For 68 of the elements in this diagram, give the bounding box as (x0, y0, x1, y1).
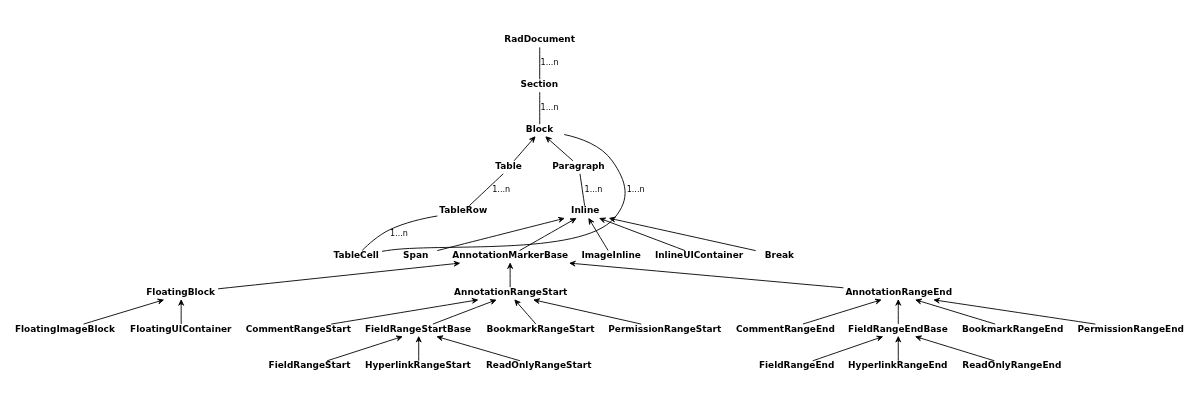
arrow (436, 334, 521, 361)
arrow (895, 335, 902, 361)
node-text: RadDocument (504, 33, 575, 44)
node-text: FieldRangeEndBase (848, 323, 948, 334)
edge-label: 1...n (540, 102, 559, 112)
arrow (415, 335, 422, 361)
connector (539, 91, 541, 125)
node-text: ReadOnlyRangeStart (485, 359, 592, 370)
connector (539, 46, 541, 80)
connector (361, 215, 438, 251)
arrow (895, 299, 902, 324)
node-text: FloatingBlock (146, 286, 216, 297)
node-text: AnnotationRangeEnd (845, 286, 953, 297)
edge-label: 1...n (540, 57, 559, 67)
edge-label: 1...n (390, 228, 408, 238)
node-text: Inline (571, 204, 600, 215)
node-text: Block (525, 123, 554, 134)
connector (381, 133, 626, 252)
arrow (436, 216, 565, 251)
node-text: TableRow (439, 204, 488, 215)
node-text: FieldRangeEnd (758, 359, 835, 370)
arrow (933, 297, 1096, 325)
node-text: FieldRangeStart (268, 359, 351, 370)
node-text: TableCell (333, 249, 379, 260)
node-text: CommentRangeStart (245, 323, 352, 334)
node-text: FloatingImageBlock (14, 323, 115, 334)
arrow (178, 299, 185, 324)
arrow (217, 260, 460, 289)
edge-label: 1...n (492, 184, 511, 194)
arrow (545, 135, 574, 161)
node-text: Section (520, 78, 559, 89)
arrow (588, 217, 609, 251)
arrow (330, 297, 478, 325)
arrow (915, 335, 995, 361)
node-text: HyperlinkRangeStart (364, 359, 471, 370)
arrow (569, 260, 844, 288)
node-text: ReadOnlyRangeEnd (962, 359, 1062, 370)
connector (468, 172, 504, 206)
connector (579, 172, 586, 206)
node-text: HyperlinkRangeEnd (848, 359, 948, 370)
node-text: ImageInline (581, 249, 641, 260)
arrow (519, 217, 577, 251)
node-text: InlineUIContainer (654, 249, 744, 260)
node-text: FieldRangeStartBase (364, 323, 472, 334)
arrow (533, 297, 642, 325)
edge-label: 1...n (584, 184, 603, 194)
arrow (326, 335, 403, 361)
node-text: Break (764, 249, 795, 260)
node-text: BookmarkRangeEnd (961, 323, 1064, 334)
node-text: PermissionRangeEnd (1077, 323, 1184, 334)
node-text: Table (495, 160, 522, 171)
node-text: BookmarkRangeStart (486, 323, 595, 334)
arrow (83, 298, 164, 324)
node-text: FloatingUIContainer (130, 323, 232, 334)
arrow (802, 298, 882, 324)
node-text: AnnotationMarkerBase (452, 249, 569, 260)
arrow (514, 299, 537, 324)
arrow (513, 135, 536, 161)
node-text: Paragraph (552, 160, 605, 171)
edge-label: 1...n (626, 184, 645, 194)
arrow (507, 262, 513, 288)
node-text: AnnotationRangeStart (454, 286, 568, 297)
node-text: PermissionRangeStart (608, 323, 722, 334)
arrow (915, 298, 996, 324)
arrow (812, 335, 883, 361)
node-text: Span (403, 249, 429, 260)
arrow (432, 298, 497, 324)
node-text: CommentRangeEnd (736, 323, 835, 334)
